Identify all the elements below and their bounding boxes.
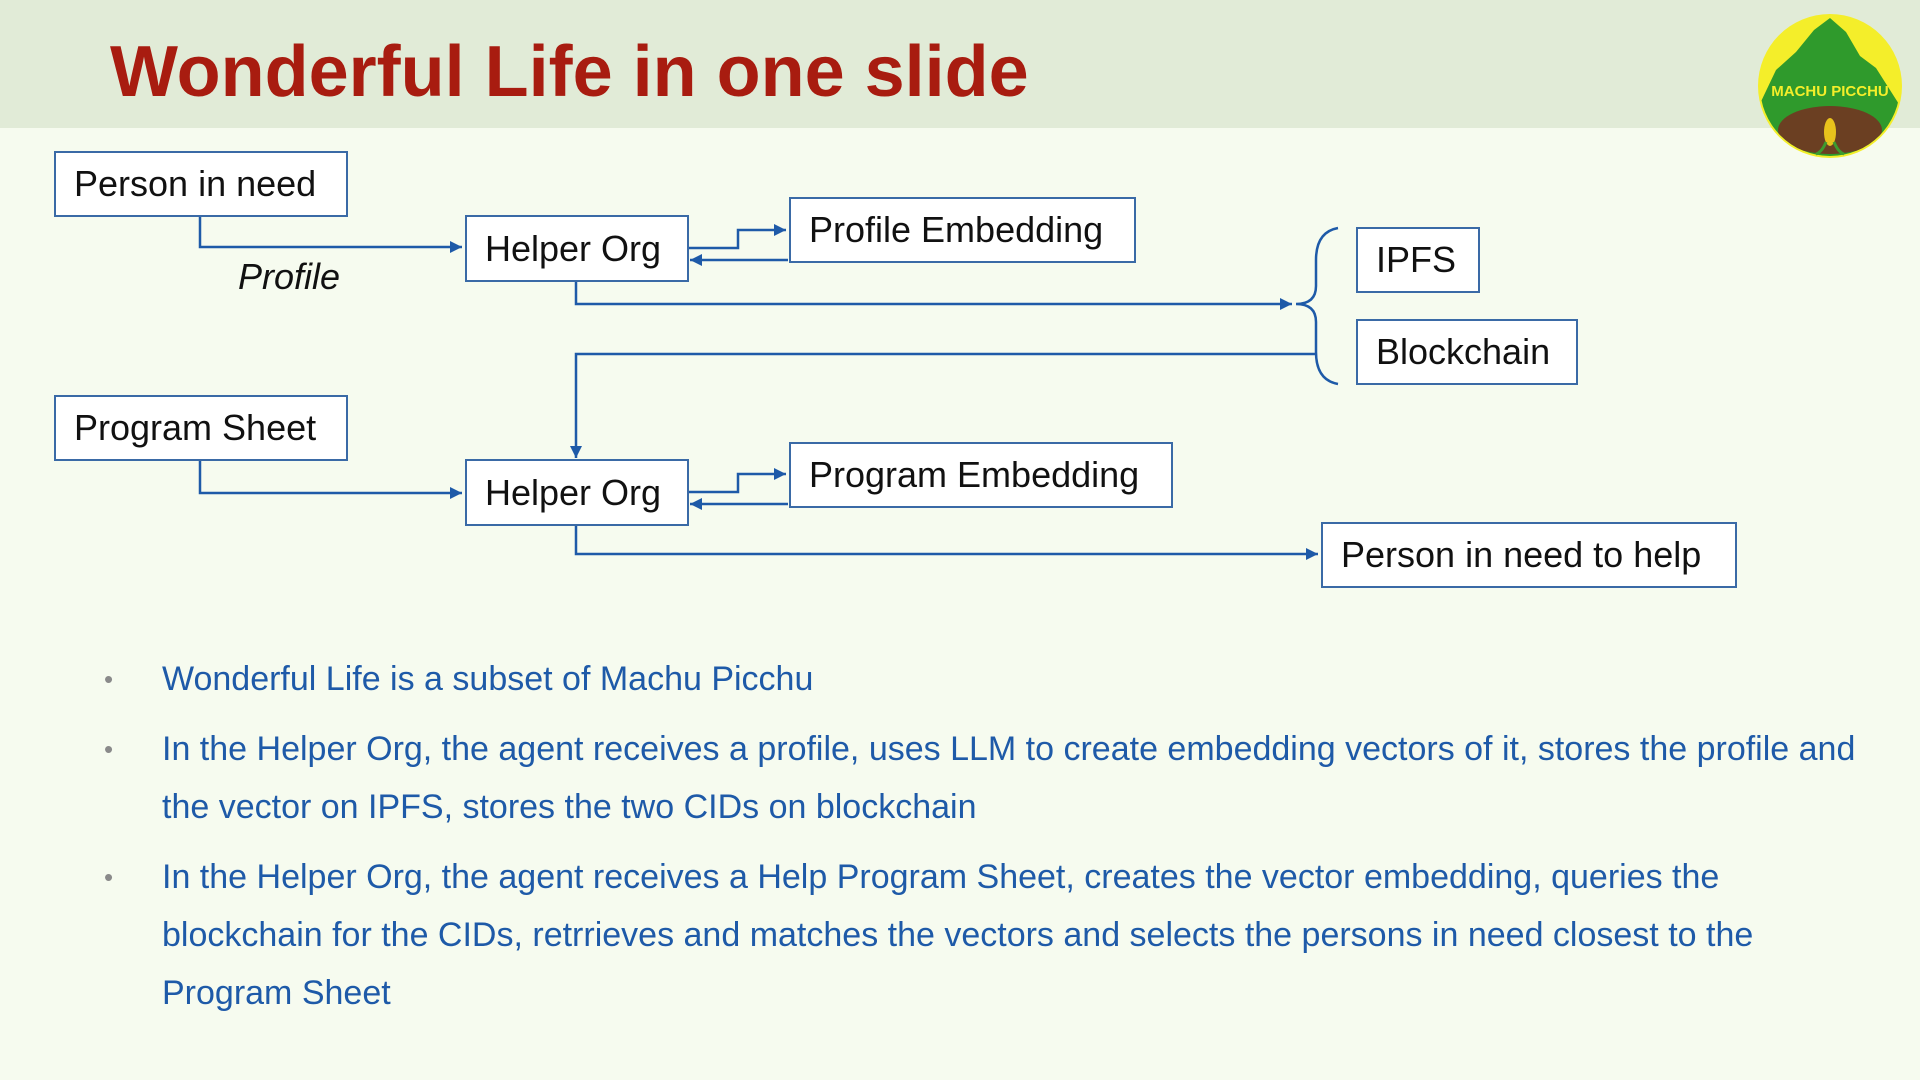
node-person-in-need: Person in need [54, 151, 348, 217]
node-helper-org-2: Helper Org [465, 459, 689, 526]
node-ipfs: IPFS [1356, 227, 1480, 293]
edge-label-profile: Profile [238, 256, 341, 297]
bullet-item: • In the Helper Org, the agent receives … [104, 848, 1884, 1022]
bullet-marker: • [104, 664, 114, 694]
bullet-list: • Wonderful Life is a subset of Machu Pi… [104, 650, 1884, 1034]
edge-helper1-to-storage [574, 282, 1292, 310]
bullet-marker: • [104, 862, 114, 892]
bullet-item: • Wonderful Life is a subset of Machu Pi… [104, 650, 1884, 708]
edge-person-to-helper1 [198, 216, 462, 253]
slide-title: Wonderful Life in one slide [110, 32, 1029, 112]
bullet-text: In the Helper Org, the agent receives a … [162, 858, 1754, 1012]
storage-brace [1295, 226, 1339, 386]
bullet-item: • In the Helper Org, the agent receives … [104, 720, 1884, 836]
node-person-to-help: Person in need to help [1321, 522, 1737, 588]
edge-program-sheet-to-helper2 [198, 460, 462, 499]
machu-picchu-logo: MACHU PICCHU [1758, 14, 1902, 158]
edge-helper2-to-program-embedding [688, 468, 786, 494]
title-bar [0, 0, 1920, 128]
bullet-marker: • [104, 734, 114, 764]
bullet-text: Wonderful Life is a subset of Machu Picc… [162, 660, 814, 698]
logo-text: MACHU PICCHU [1771, 83, 1889, 100]
node-program-embedding: Program Embedding [789, 442, 1173, 508]
edge-helper1-to-profile-embedding [688, 224, 786, 250]
edge-storage-to-helper2 [570, 352, 1316, 458]
flow-diagram [198, 216, 1339, 560]
node-blockchain: Blockchain [1356, 319, 1578, 385]
node-profile-embedding: Profile Embedding [789, 197, 1136, 263]
node-program-sheet: Program Sheet [54, 395, 348, 461]
edge-helper2-to-person-to-help [574, 526, 1318, 560]
bullet-text: In the Helper Org, the agent receives a … [162, 730, 1856, 826]
node-helper-org-1: Helper Org [465, 215, 689, 282]
